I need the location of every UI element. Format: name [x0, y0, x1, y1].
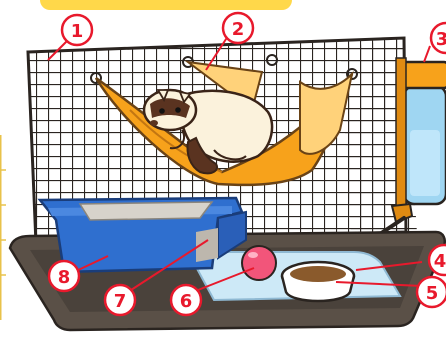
left-edge-panel [0, 135, 6, 320]
label-7: 7 ⑦ [105, 285, 135, 315]
label-3: 3 ③ [431, 23, 446, 53]
label-8: 8 ⑧ [49, 261, 79, 291]
top-banner [40, 0, 292, 10]
svg-text:2: 2 [232, 19, 245, 40]
svg-text:6: 6 [180, 291, 193, 312]
svg-text:8: 8 [58, 267, 71, 288]
svg-text:7: 7 [114, 291, 127, 312]
svg-text:5: 5 [426, 283, 439, 304]
ball-toy [242, 246, 276, 280]
label-5: 5 ⑤ [417, 277, 446, 307]
svg-text:4: 4 [434, 251, 446, 272]
label-1: 1 ① [62, 15, 92, 45]
svg-text:3: 3 [436, 29, 446, 50]
svg-text:1: 1 [71, 21, 84, 42]
label-2: 2 ② [223, 13, 253, 43]
label-6: 6 ⑥ [171, 285, 201, 315]
